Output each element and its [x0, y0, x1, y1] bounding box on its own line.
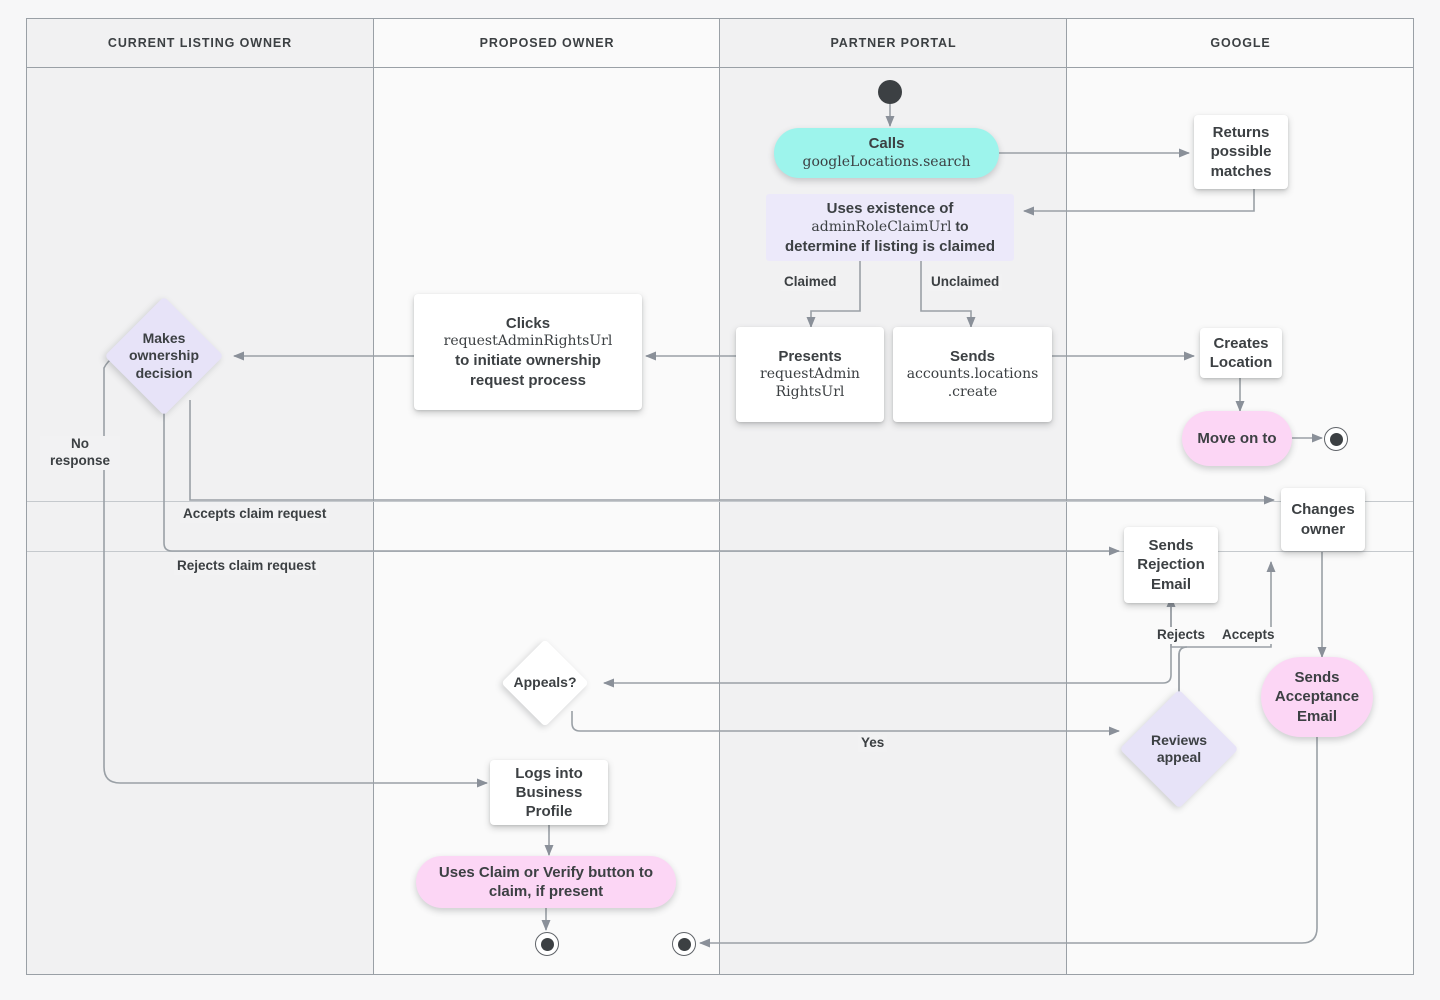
node-changes-owner[interactable]: Changes owner — [1281, 488, 1365, 551]
node-title: Presents — [778, 348, 842, 365]
node-makes-ownership-decision[interactable]: Makes ownership decision — [104, 296, 224, 416]
code-admin-role-claim-url: adminRoleClaimUrl — [811, 219, 952, 236]
node-clicks-request-admin-rights-url[interactable]: Clicks requestAdminRightsUrl to initiate… — [414, 294, 642, 410]
lane-header-proposed-owner: PROPOSED OWNER — [374, 18, 720, 68]
edge-label-claimed: Claimed — [781, 274, 840, 291]
node-label: Appeals? — [513, 674, 577, 691]
edge-label-accepts: Accepts — [1219, 627, 1278, 644]
node-calls-google-locations-search[interactable]: Calls googleLocations.search — [774, 128, 999, 178]
node-title: Calls — [868, 135, 905, 153]
lane-header-label: PROPOSED OWNER — [479, 35, 615, 50]
lane-header-partner-portal: PARTNER PORTAL — [720, 18, 1067, 68]
lane-header-label: CURRENT LISTING OWNER — [107, 35, 293, 50]
node-subtitle: to initiate ownership request process — [455, 352, 601, 389]
swimlane-frame — [26, 18, 1414, 975]
lane-header-label: PARTNER PORTAL — [830, 35, 957, 50]
node-sends-accounts-locations-create[interactable]: Sends accounts.locations .create — [893, 327, 1052, 422]
node-sends-acceptance-email[interactable]: Sends Acceptance Email — [1261, 657, 1373, 737]
node-title: Sends — [949, 348, 995, 365]
node-subtitle: googleLocations.search — [802, 153, 971, 170]
edge-label-no-response: No response — [40, 436, 120, 470]
node-presents-request-admin-rights-url[interactable]: Presents requestAdmin RightsUrl — [736, 327, 884, 422]
node-appeals[interactable]: Appeals? — [501, 639, 589, 727]
node-uses-claim-or-verify-button[interactable]: Uses Claim or Verify button to claim, if… — [416, 856, 676, 908]
node-label: Reviews appeal — [1150, 731, 1208, 766]
node-logs-into-business-profile[interactable]: Logs into Business Profile — [490, 760, 608, 825]
node-title: Clicks — [505, 315, 551, 333]
node-label: Makes ownership decision — [128, 329, 199, 381]
node-line-1: Uses existence of — [826, 199, 954, 217]
node-subtitle: accounts.locations .create — [906, 366, 1039, 401]
edge-label-rejects-claim-request: Rejects claim request — [174, 558, 319, 575]
node-line-3: determine if listing is claimed — [784, 237, 996, 255]
end-node-proposed-owner — [535, 932, 559, 956]
node-line-2: adminRoleClaimUrl to — [811, 218, 969, 236]
node-reviews-appeal[interactable]: Reviews appeal — [1119, 689, 1239, 809]
lane-header-google: GOOGLE — [1067, 18, 1414, 68]
lane-header-current-listing-owner: CURRENT LISTING OWNER — [26, 18, 374, 68]
node-subtitle: requestAdmin RightsUrl — [760, 366, 860, 401]
node-creates-location[interactable]: Creates Location — [1200, 328, 1282, 378]
lane-header-label: GOOGLE — [1210, 35, 1271, 50]
edge-label-yes: Yes — [858, 735, 888, 752]
start-node — [878, 80, 902, 104]
edge-label-rejects: Rejects — [1154, 627, 1209, 644]
node-sends-rejection-email[interactable]: Sends Rejection Email — [1124, 527, 1218, 603]
code-request-admin-rights-url: requestAdminRightsUrl — [443, 333, 613, 350]
edge-label-accepts-claim-request: Accepts claim request — [180, 506, 330, 523]
end-node-partner-portal — [672, 932, 696, 956]
node-move-on-to[interactable]: Move on to — [1182, 411, 1292, 466]
edge-label-unclaimed: Unclaimed — [928, 274, 1003, 291]
end-node-google — [1324, 427, 1348, 451]
node-uses-existence-of-admin-role-claim-url[interactable]: Uses existence of adminRoleClaimUrl to d… — [766, 194, 1014, 261]
node-returns-possible-matches[interactable]: Returns possible matches — [1194, 115, 1288, 189]
